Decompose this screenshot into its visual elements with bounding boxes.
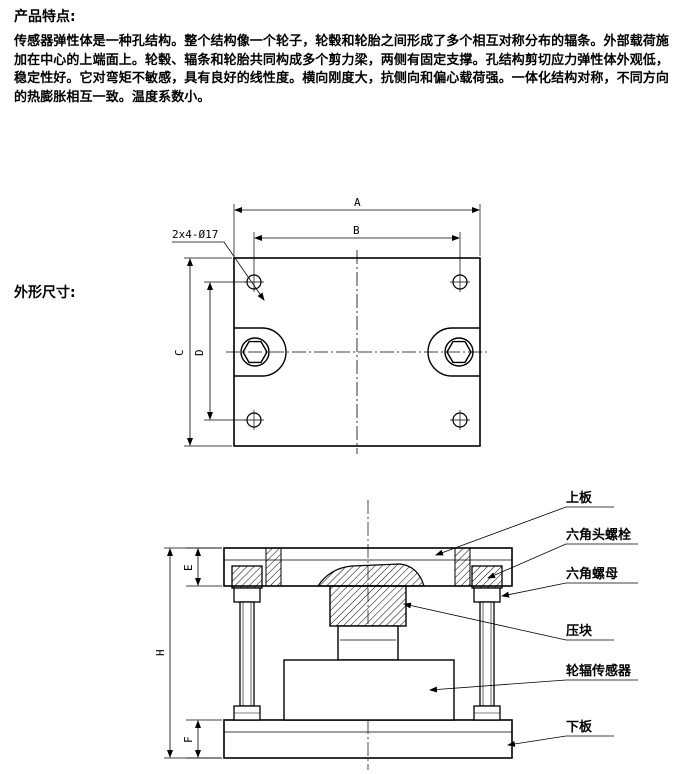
callout-press-block: 压块 xyxy=(566,623,593,639)
dimensions-title: 外形尺寸: xyxy=(14,285,76,301)
callout-upper-plate: 上板 xyxy=(566,490,593,506)
callout-leader-upper-plate xyxy=(435,506,614,556)
hex-bolt-left xyxy=(231,565,263,721)
features-description: 传感器弹性体是一种孔结构。整个结构像一个轮子，轮毂和轮胎之间形成了多个相互对称分… xyxy=(14,34,670,105)
side-view xyxy=(164,500,638,770)
press-block xyxy=(329,585,407,627)
hole-note: 2x4-Ø17 xyxy=(172,228,218,241)
mounting-hole xyxy=(450,410,470,430)
dimension-c-label: C xyxy=(173,349,186,356)
callout-leader-spoke-sensor xyxy=(429,679,638,693)
dimension-a-label: A xyxy=(354,196,361,209)
hex-bolt-right xyxy=(471,565,503,721)
callout-leader-hex-bolt xyxy=(487,543,638,579)
hex-bolt-top-right xyxy=(444,337,474,367)
mounting-hole xyxy=(450,272,470,292)
dimension-e-label: E xyxy=(182,564,195,571)
callout-hex-nut: 六角螺母 xyxy=(566,566,618,582)
dimension-b-label: B xyxy=(353,224,360,237)
callout-lower-plate: 下板 xyxy=(566,719,593,735)
dimension-f-label: F xyxy=(182,736,195,743)
spoke-sensor-body xyxy=(283,659,455,721)
callout-leader-lower-plate xyxy=(507,735,614,747)
callout-leader-hex-nut xyxy=(501,582,638,598)
callout-leader-press-block xyxy=(403,602,614,641)
mounting-hole xyxy=(244,272,264,292)
dimension-h-label: H xyxy=(154,649,167,656)
hex-bolt-top-left xyxy=(240,337,270,367)
top-view xyxy=(172,204,488,454)
features-title: 产品特点: xyxy=(14,9,76,25)
top-view-left-tab xyxy=(234,327,287,377)
upper-plate-recess xyxy=(316,563,425,587)
hole-note-leader xyxy=(172,241,265,301)
sensor-stem xyxy=(337,625,399,661)
callout-hex-bolt: 六角头螺栓 xyxy=(566,527,631,543)
dimension-d-label: D xyxy=(193,349,206,356)
mounting-hole xyxy=(244,410,264,430)
callout-spoke-sensor: 轮辐传感器 xyxy=(566,663,632,679)
